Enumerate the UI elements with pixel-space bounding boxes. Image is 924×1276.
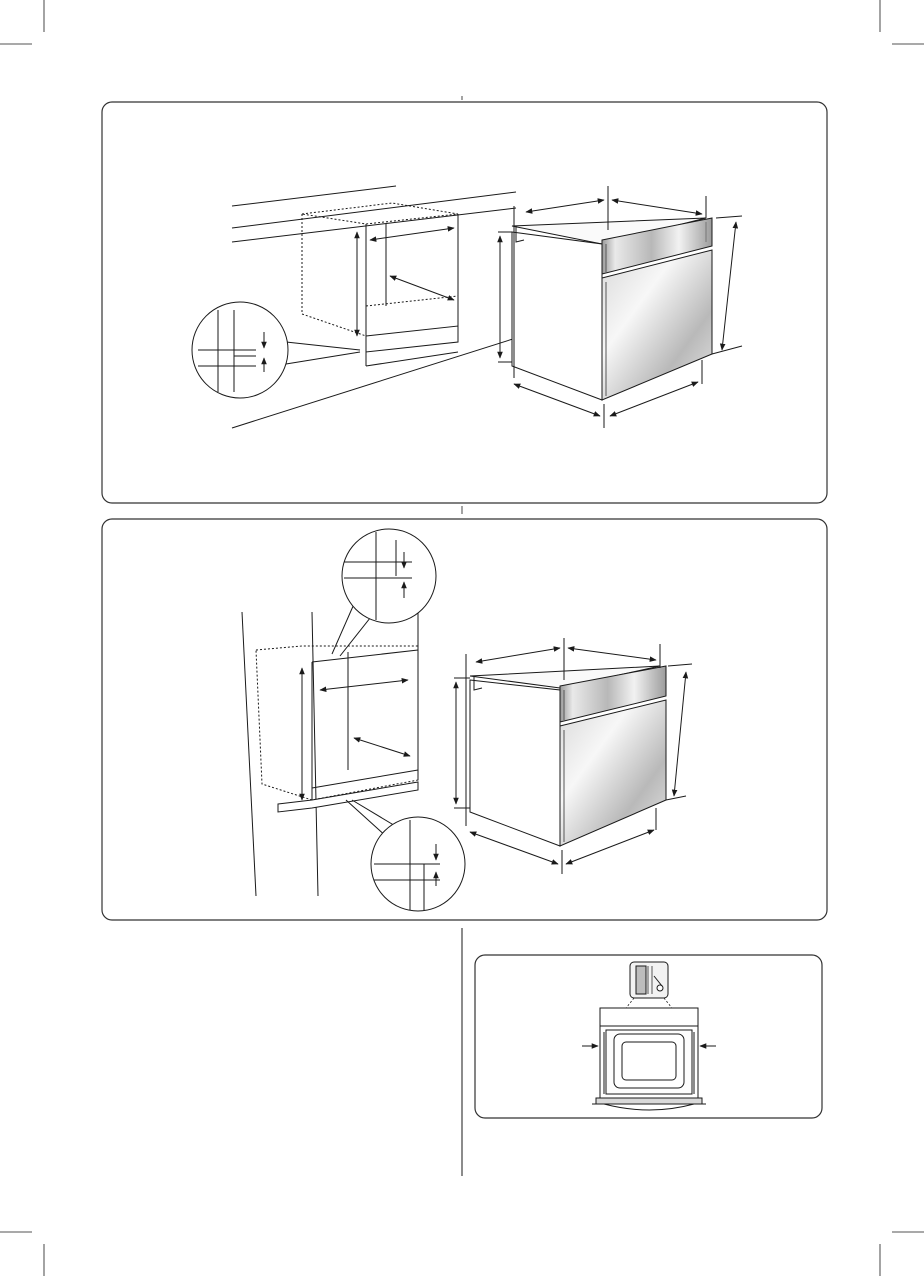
oven-front-view xyxy=(592,1008,706,1110)
cabinet-niche xyxy=(302,203,458,366)
screw-detail xyxy=(630,962,668,998)
panel-under-counter xyxy=(102,102,827,503)
panel-fixing-screws xyxy=(475,955,822,1118)
top-detail-callout-icon xyxy=(332,529,436,656)
niche-dimension-arrows xyxy=(357,228,454,336)
detail-callout-icon xyxy=(192,302,360,398)
panel-tall-unit xyxy=(102,519,827,920)
worktop xyxy=(232,186,516,428)
oven-appliance xyxy=(512,218,712,400)
panel-frame xyxy=(102,102,827,503)
bottom-detail-callout-icon xyxy=(346,800,465,911)
oven-appliance-2 xyxy=(470,666,666,846)
